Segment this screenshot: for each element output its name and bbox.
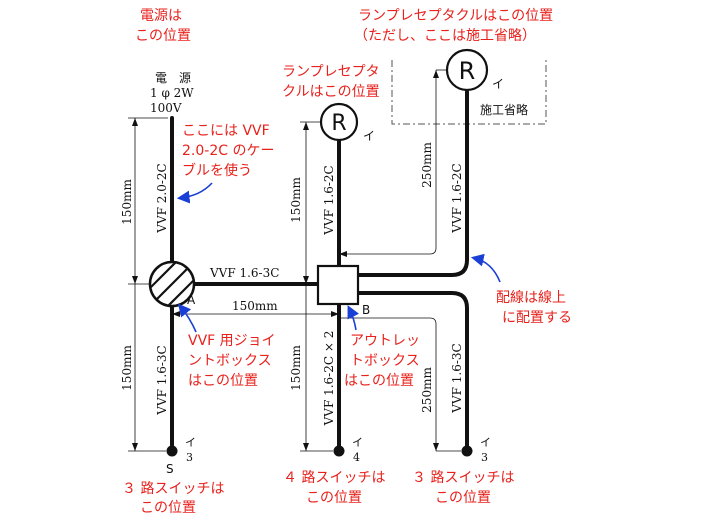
wire-b-to-far-lamp: [356, 90, 469, 277]
switch-mid-tag-1: イ: [352, 436, 363, 449]
source-label-1: 電 源: [155, 71, 191, 85]
arrow-wiring: [470, 253, 501, 283]
arrow-outlet-box: [347, 305, 360, 331]
note-wiring-2: に配置する: [502, 310, 572, 326]
switch-left-tag-2: 3: [186, 451, 193, 464]
outlet-box-b: [316, 264, 360, 306]
dim-mid-lower-label: 150mm: [289, 345, 303, 391]
note-outlet-box-1: アウトレッ: [350, 333, 420, 349]
dim-left-lower: [128, 284, 166, 452]
switch-right-tag-1: イ: [480, 436, 491, 449]
lamp-near-symbol: R: [331, 111, 346, 136]
switch-right-tag-2: 3: [481, 451, 488, 464]
wire-b-to-right-switch: [356, 291, 469, 450]
dim-right-lower-label: 250mm: [420, 367, 434, 413]
lamp-far-tag: イ: [492, 77, 504, 91]
source-label-2: 1 φ 2W: [150, 86, 194, 100]
note-joint-box-2: ントボックス: [188, 353, 272, 369]
box-a-label: A: [187, 293, 196, 307]
dim-mid-lower: [300, 284, 333, 452]
cable-left-down: VVF 1.6-3C: [155, 345, 169, 415]
switch-mid-tag-2: 4: [353, 451, 360, 464]
cable-right-up: VVF 1.6-2C: [450, 163, 464, 233]
dim-right-upper-label: 250mm: [420, 142, 434, 188]
cable-a-to-b: VVF 1.6-3C: [209, 266, 279, 280]
cable-source: VVF 2.0-2C: [155, 163, 169, 233]
lamp-near: R: [319, 102, 359, 142]
dim-left-lower-label: 150mm: [120, 345, 134, 391]
dim-mid-upper-label: 150mm: [289, 177, 303, 223]
box-b-label: B: [362, 303, 370, 317]
arrow-joint-box: [177, 303, 197, 333]
note-cable-2c-1: ここには VVF: [182, 123, 270, 139]
note-switch-right-1: ３ 路スイッチは: [412, 470, 514, 486]
note-switch-mid-2: この位置: [306, 490, 362, 506]
cable-right-down: VVF 1.6-3C: [450, 343, 464, 413]
cable-b-down: VVF 1.6-2C × 2: [322, 331, 336, 427]
note-outlet-box-3: はこの位置: [344, 373, 414, 389]
note-lamp-far-2: （ただし、ここは施工省略）: [354, 28, 536, 44]
arrow-cable-2c: [176, 182, 213, 204]
omitted-label: 施工省略: [480, 102, 528, 117]
dim-right-upper: [339, 69, 446, 257]
dim-a-b-label: 150mm: [232, 299, 278, 313]
switch-3way-left: [166, 445, 178, 457]
switch-left-tag-1: イ: [185, 436, 196, 449]
lamp-near-tag: イ: [363, 129, 375, 143]
switch-3way-right: [461, 445, 473, 457]
note-switch-mid-1: ４ 路スイッチは: [283, 470, 385, 486]
note-cable-2c-2: 2.0-2C のケー: [182, 143, 274, 159]
switch-4way: [333, 445, 345, 457]
note-cable-2c-3: ブルを使う: [182, 162, 252, 179]
lamp-far: R: [445, 48, 489, 92]
dim-a-b: [172, 304, 340, 322]
cable-b-up: VVF 1.6-2C: [322, 165, 336, 235]
lamp-far-symbol: R: [459, 57, 476, 85]
dim-right-lower: [339, 317, 461, 452]
note-outlet-box-2: トボックス: [350, 353, 420, 369]
note-switch-left-1: ３ 路スイッチは: [122, 481, 224, 497]
dim-mid-upper: [300, 121, 320, 285]
note-lamp-near-2: クルはこの位置: [282, 84, 380, 100]
note-power-source-1: 電源は: [140, 8, 182, 24]
note-switch-left-2: この位置: [140, 500, 196, 516]
note-joint-box-1: VVF 用ジョイ: [188, 333, 276, 349]
note-power-source-2: この位置: [135, 28, 191, 44]
note-lamp-near-1: ランプレセプタ: [282, 64, 380, 80]
dim-left-upper: [128, 117, 168, 285]
dim-left-upper-label: 150mm: [120, 179, 134, 225]
note-wiring-1: 配線は線上: [496, 290, 566, 306]
switch-s-label: S: [166, 462, 174, 476]
source-label-3: 100V: [150, 101, 182, 115]
note-switch-right-2: この位置: [435, 490, 491, 506]
note-lamp-far-1: ランプレセプタクルはこの位置: [358, 8, 553, 24]
note-joint-box-3: はこの位置: [188, 373, 258, 389]
